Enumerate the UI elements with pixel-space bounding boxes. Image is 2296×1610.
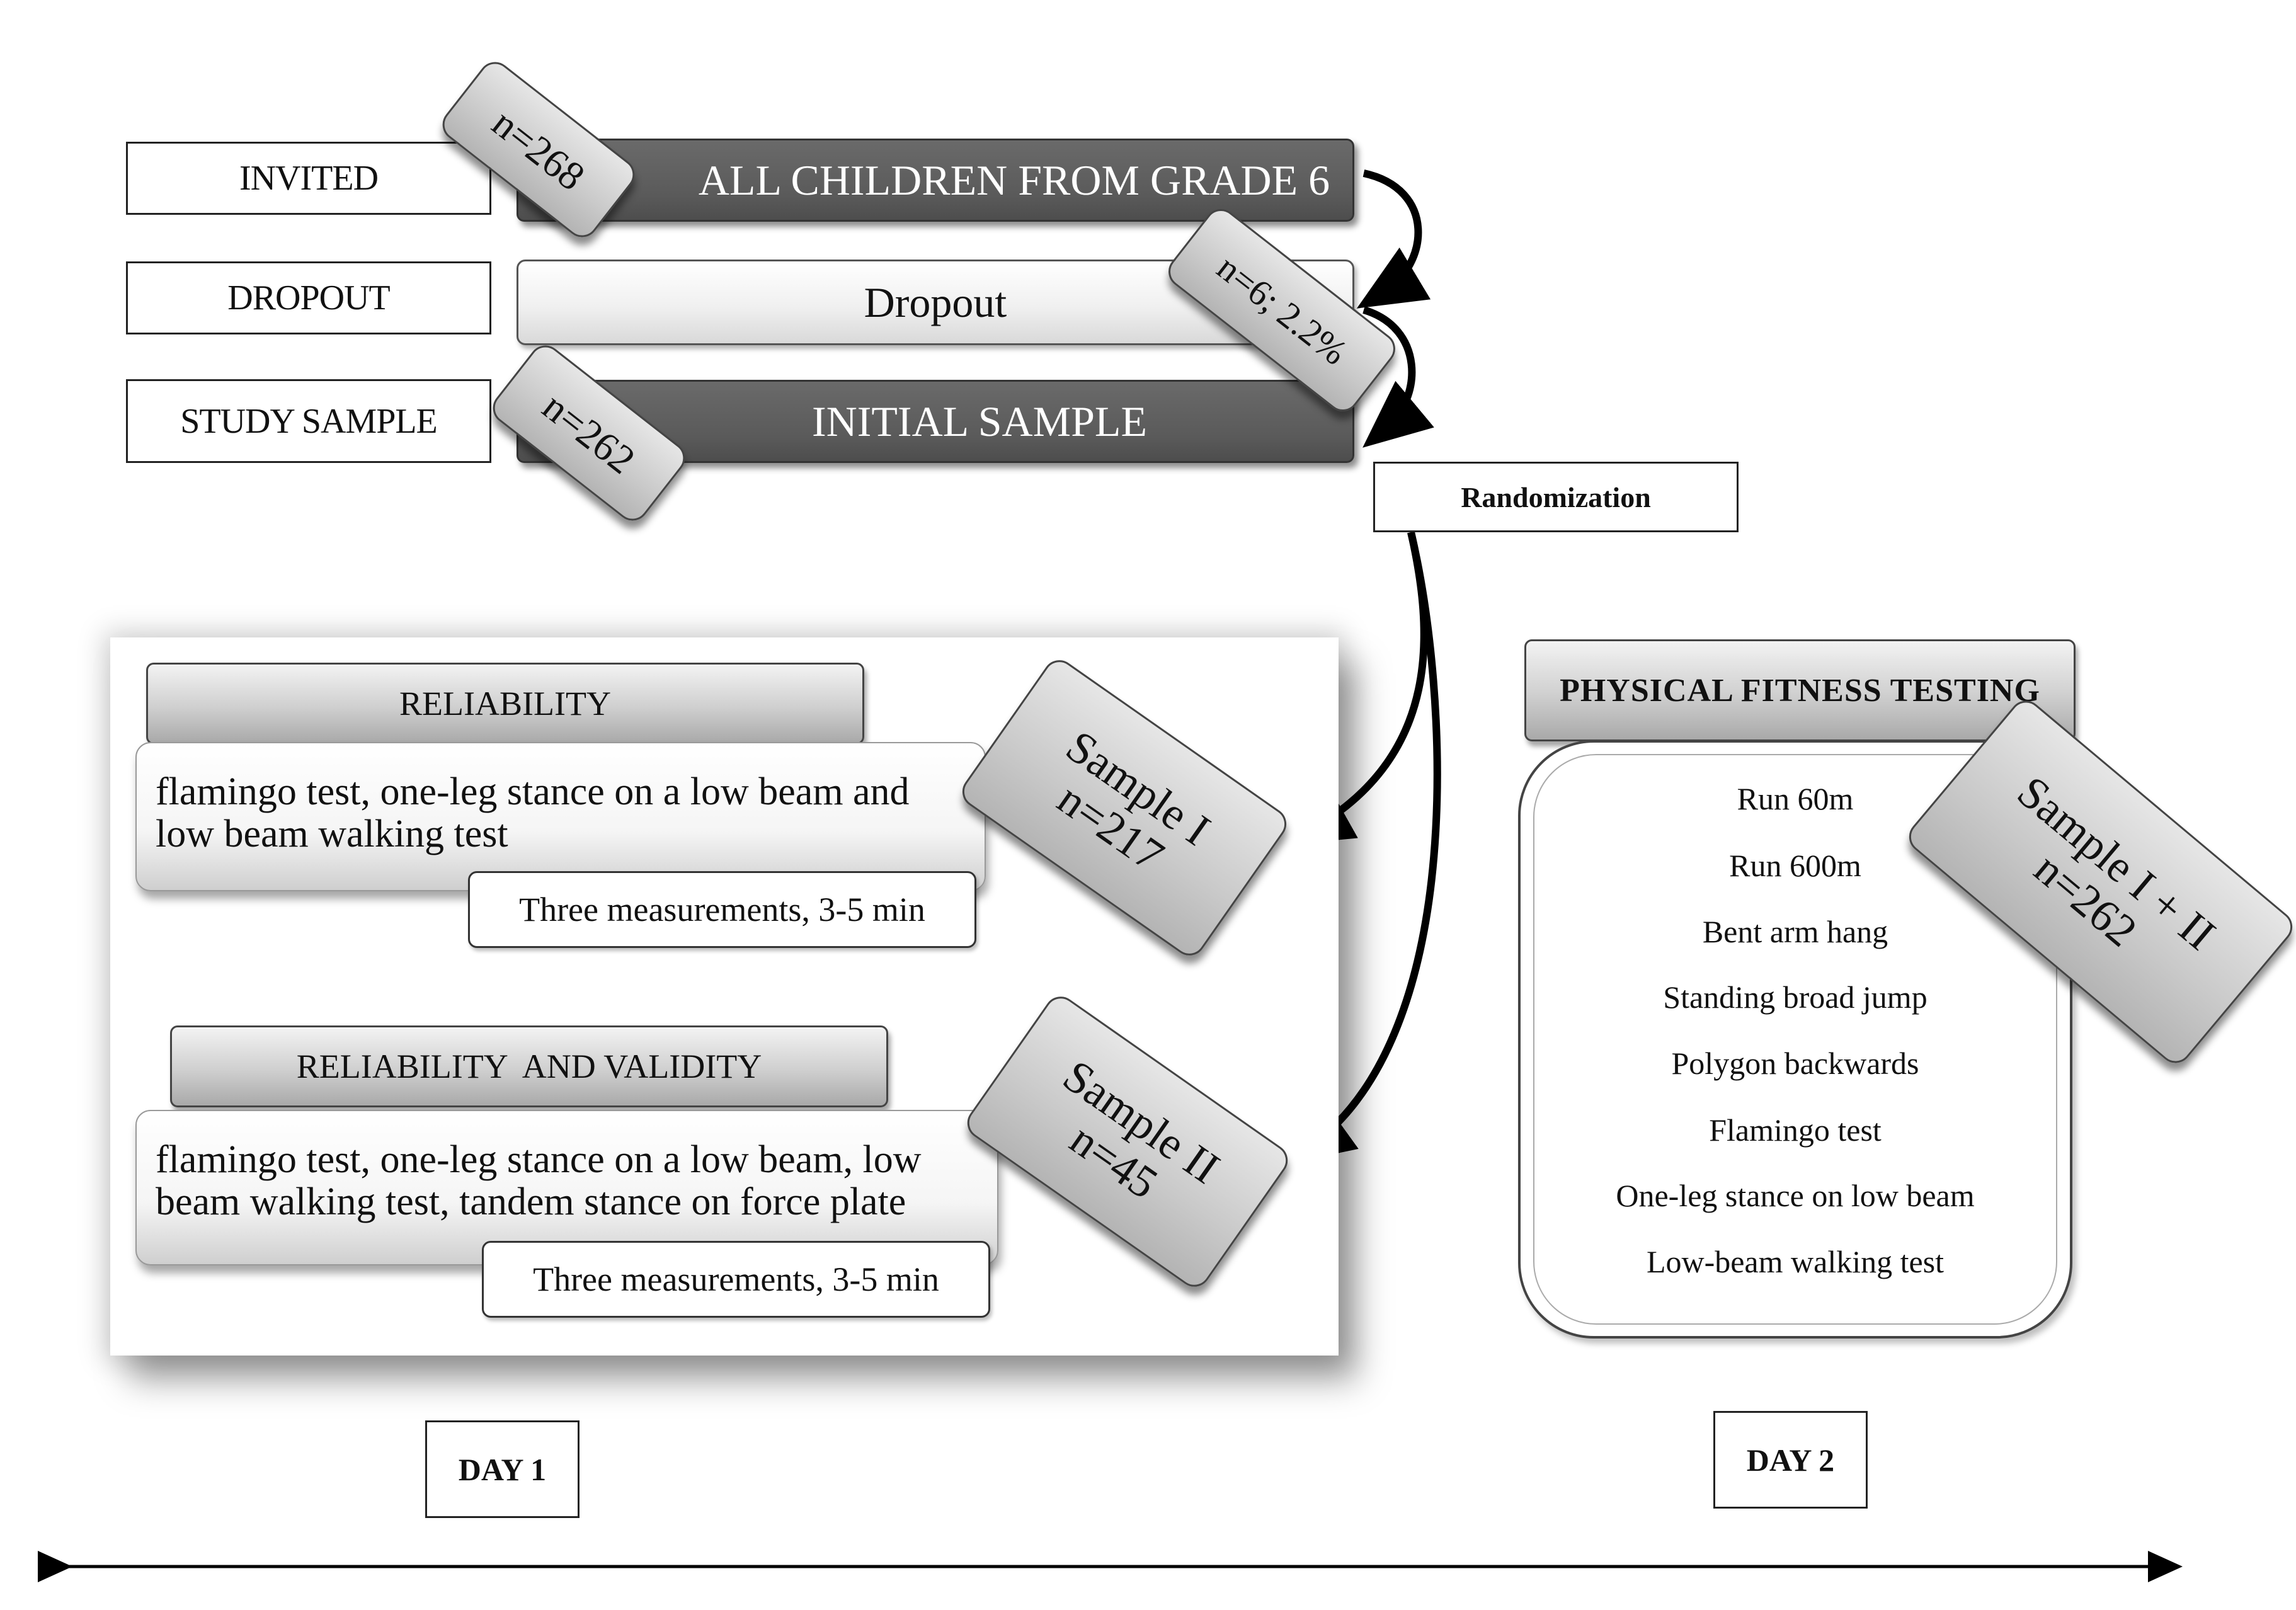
validity-header: RELIABILITY AND VALIDITY — [170, 1025, 888, 1107]
validity-description-text: flamingo test, one-leg stance on a low b… — [156, 1138, 922, 1223]
bar-all-children-text: ALL CHILDREN FROM GRADE 6 — [698, 156, 1330, 204]
day1-label-text: DAY 1 — [458, 1451, 547, 1487]
fitness-test-item: Polygon backwards — [1671, 1046, 1919, 1081]
day2-label: DAY 2 — [1713, 1411, 1868, 1509]
physical-fitness-list-inner — [1533, 754, 2057, 1325]
reliability-description-text: flamingo test, one-leg stance on a low b… — [156, 770, 910, 855]
fitness-test-item: Low-beam walking test — [1646, 1244, 1945, 1279]
fitness-test-item: Standing broad jump — [1663, 979, 1928, 1015]
physical-fitness-list: Run 60m Run 600m Bent arm hang Standing … — [1518, 740, 2072, 1339]
fitness-test-item: Run 600m — [1729, 848, 1861, 883]
validity-description: flamingo test, one-leg stance on a low b… — [135, 1110, 998, 1265]
validity-header-text: RELIABILITY AND VALIDITY — [296, 1048, 762, 1085]
reliability-measurements: Three measurements, 3-5 min — [468, 871, 976, 948]
fitness-test-item: Bent arm hang — [1702, 914, 1888, 949]
label-dropout: DROPOUT — [126, 261, 491, 334]
validity-measurements: Three measurements, 3-5 min — [482, 1241, 990, 1318]
arrow-invited-to-dropout — [1356, 169, 1431, 309]
reliability-description: flamingo test, one-leg stance on a low b… — [135, 742, 986, 891]
label-invited-text: INVITED — [239, 159, 379, 198]
reliability-measurements-text: Three measurements, 3-5 min — [519, 891, 925, 928]
bar-dropout: Dropout — [517, 260, 1354, 345]
reliability-header: RELIABILITY — [146, 663, 864, 745]
physical-fitness-header-text: PHYSICAL FITNESS TESTING — [1560, 672, 2040, 709]
label-study-sample-text: STUDY SAMPLE — [180, 401, 438, 441]
day2-label-text: DAY 2 — [1746, 1442, 1835, 1478]
arrow-randomization-to-sample2 — [1286, 531, 1441, 1165]
fitness-test-item: One-leg stance on low beam — [1616, 1178, 1975, 1213]
label-invited: INVITED — [126, 142, 491, 215]
bar-dropout-text: Dropout — [864, 278, 1007, 326]
reliability-header-text: RELIABILITY — [399, 685, 611, 722]
randomization-text: Randomization — [1461, 481, 1651, 513]
randomization-box: Randomization — [1373, 462, 1739, 532]
bar-initial-sample-text: INITIAL SAMPLE — [812, 397, 1147, 445]
day1-label: DAY 1 — [425, 1420, 580, 1518]
fitness-test-item: Flamingo test — [1709, 1112, 1882, 1148]
fitness-test-item: Run 60m — [1737, 781, 1854, 816]
bar-all-children: ALL CHILDREN FROM GRADE 6 — [517, 139, 1354, 222]
label-study-sample: STUDY SAMPLE — [126, 379, 491, 463]
arrow-dropout-to-initial — [1362, 306, 1434, 448]
physical-fitness-header: PHYSICAL FITNESS TESTING — [1524, 639, 2076, 741]
label-dropout-text: DROPOUT — [227, 278, 390, 317]
validity-measurements-text: Three measurements, 3-5 min — [533, 1260, 939, 1298]
